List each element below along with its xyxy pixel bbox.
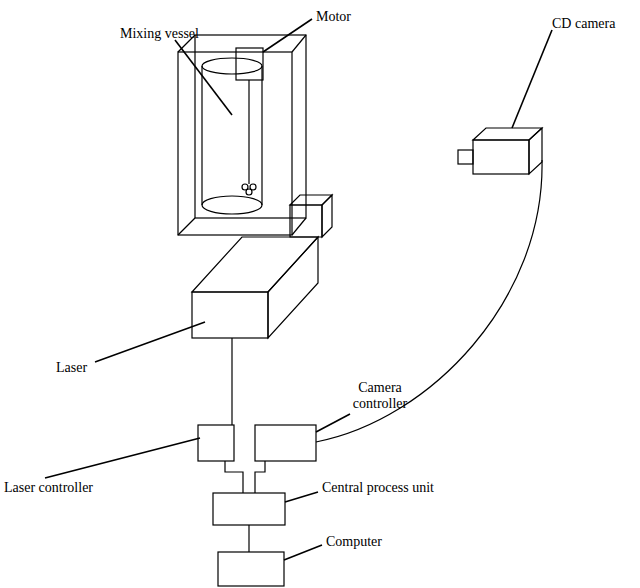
part-label: Motor — [316, 9, 351, 25]
leader-lines — [45, 19, 552, 560]
wire — [255, 461, 265, 493]
cpu-box — [213, 493, 285, 525]
shaft — [248, 80, 249, 184]
camera — [458, 128, 542, 174]
part-label: Computer — [326, 534, 382, 550]
part-label: Laser controller — [4, 480, 93, 496]
computer-box — [218, 552, 284, 586]
laser-controller-box — [198, 425, 234, 461]
laser-wire — [231, 338, 232, 425]
tank — [178, 35, 306, 235]
part-label: Camera controller — [340, 380, 420, 412]
wire — [248, 525, 249, 552]
laser — [192, 195, 332, 338]
part-label: Central process unit — [322, 480, 434, 496]
wire — [225, 461, 243, 493]
part-label: Mixing vessel — [120, 26, 199, 42]
motor-box — [236, 48, 263, 80]
camera-controller-box — [255, 425, 316, 461]
camera-cable — [316, 160, 542, 442]
impeller — [246, 189, 252, 195]
part-label: CD camera — [552, 16, 615, 32]
vessel — [202, 58, 262, 214]
part-label: Laser — [56, 360, 87, 376]
